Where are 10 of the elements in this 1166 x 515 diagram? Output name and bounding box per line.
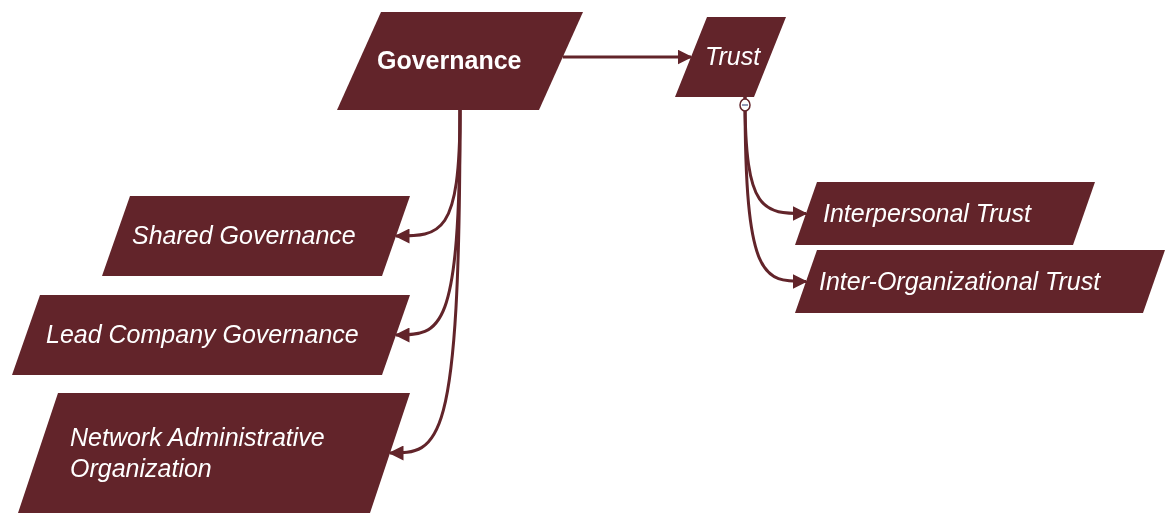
node-label: Trust	[705, 41, 761, 73]
node-label: Interpersonal Trust	[823, 197, 1031, 229]
node-label: Inter-Organizational Trust	[819, 265, 1101, 297]
node-label: Network Administrative Organization	[70, 421, 326, 484]
arrow	[562, 49, 693, 65]
node-label: Governance	[377, 45, 522, 77]
arrow	[743, 97, 808, 289]
node-label: Lead Company Governance	[46, 319, 359, 351]
node-label: Shared Governance	[132, 220, 356, 252]
arrow	[388, 110, 462, 461]
